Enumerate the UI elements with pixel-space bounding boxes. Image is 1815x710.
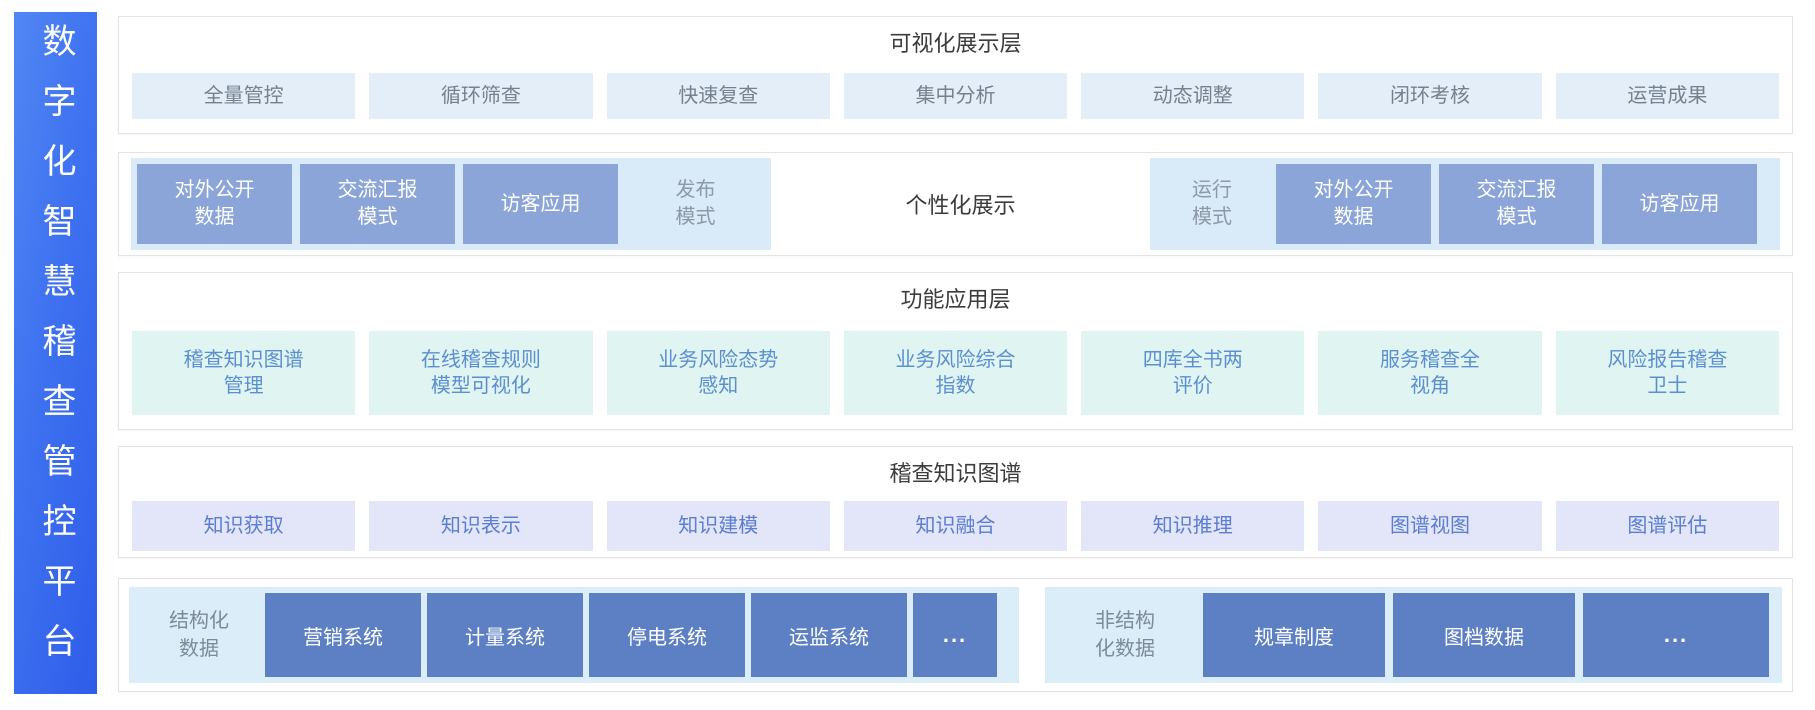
unstructured-system: 规章制度 <box>1203 593 1385 677</box>
publish-mode-panel: 对外公开 数据 交流汇报 模式 访客应用 发布 模式 <box>131 158 771 250</box>
publish-mode-item: 交流汇报 模式 <box>300 164 455 244</box>
function-item: 业务风险态势 感知 <box>606 331 830 415</box>
run-mode-label: 运行 模式 <box>1192 179 1232 228</box>
display-mode-section: 对外公开 数据 交流汇报 模式 访客应用 发布 模式 个性化展示 运行 模式 对… <box>118 152 1793 256</box>
function-item: 风险报告稽查 卫士 <box>1555 331 1779 415</box>
knowledge-graph-item: 图谱评估 <box>1555 501 1779 551</box>
data-source-band: 结构化 数据 营销系统 计量系统 停电系统 运监系统 ... 非结构 化数据 规… <box>119 579 1792 691</box>
knowledge-graph-item: 知识推理 <box>1081 501 1305 551</box>
knowledge-graph-section: 稽查知识图谱 知识获取 知识表示 知识建模 知识融合 知识推理 图谱视图 图谱评… <box>118 446 1793 558</box>
visualization-item: 全量管控 <box>132 73 356 119</box>
function-item: 在线稽查规则 模型可视化 <box>369 331 593 415</box>
structured-system: 停电系统 <box>589 593 745 677</box>
run-mode-item: 交流汇报 模式 <box>1439 164 1594 244</box>
unstructured-data-panel: 非结构 化数据 规章制度 图档数据 ... <box>1045 587 1782 683</box>
function-item: 稽查知识图谱 管理 <box>132 331 356 415</box>
knowledge-graph-item: 知识建模 <box>606 501 830 551</box>
knowledge-graph-title: 稽查知识图谱 <box>889 461 1022 486</box>
structured-system: 计量系统 <box>427 593 583 677</box>
data-source-section: 结构化 数据 营销系统 计量系统 停电系统 运监系统 ... 非结构 化数据 规… <box>118 578 1793 692</box>
run-mode-item: 对外公开 数据 <box>1276 164 1431 244</box>
knowledge-graph-items: 知识获取 知识表示 知识建模 知识融合 知识推理 图谱视图 图谱评估 <box>119 501 1792 551</box>
publish-mode-item: 对外公开 数据 <box>137 164 292 244</box>
visualization-layer-section: 可视化展示层 全量管控 循环筛查 快速复查 集中分析 动态调整 闭环考核 运营成… <box>118 16 1793 134</box>
knowledge-graph-item: 图谱视图 <box>1318 501 1542 551</box>
publish-mode-item: 访客应用 <box>463 164 618 244</box>
visualization-item: 运营成果 <box>1555 73 1779 119</box>
visualization-item: 闭环考核 <box>1318 73 1542 119</box>
run-mode-item: 访客应用 <box>1602 164 1757 244</box>
knowledge-graph-item: 知识融合 <box>843 501 1068 551</box>
run-mode-panel: 运行 模式 对外公开 数据 交流汇报 模式 访客应用 <box>1150 158 1780 250</box>
structured-system: 营销系统 <box>265 593 421 677</box>
visualization-item: 动态调整 <box>1081 73 1305 119</box>
personalized-display-label: 个性化展示 <box>905 193 1016 218</box>
unstructured-system: 图档数据 <box>1393 593 1575 677</box>
visualization-layer-items: 全量管控 循环筛查 快速复查 集中分析 动态调整 闭环考核 运营成果 <box>119 73 1792 119</box>
visualization-item: 快速复查 <box>606 73 830 119</box>
platform-title: 数字化智慧稽查管控平台 <box>37 23 75 683</box>
knowledge-graph-item: 知识表示 <box>369 501 593 551</box>
structured-data-panel: 结构化 数据 营销系统 计量系统 停电系统 运监系统 ... <box>129 587 1019 683</box>
display-mode-band: 对外公开 数据 交流汇报 模式 访客应用 发布 模式 个性化展示 运行 模式 对… <box>119 153 1792 255</box>
structured-system: 运监系统 <box>751 593 907 677</box>
knowledge-graph-item: 知识获取 <box>132 501 356 551</box>
structured-more-indicator: ... <box>913 593 997 677</box>
function-layer-items: 稽查知识图谱 管理 在线稽查规则 模型可视化 业务风险态势 感知 业务风险综合 … <box>119 331 1792 415</box>
function-layer-section: 功能应用层 稽查知识图谱 管理 在线稽查规则 模型可视化 业务风险态势 感知 业… <box>118 272 1793 430</box>
publish-mode-label: 发布 模式 <box>675 179 716 228</box>
function-item: 服务稽查全 视角 <box>1318 331 1542 415</box>
visualization-layer-title: 可视化展示层 <box>889 31 1022 56</box>
unstructured-more-indicator: ... <box>1583 593 1769 677</box>
structured-data-label: 结构化 数据 <box>169 610 229 660</box>
visualization-item: 循环筛查 <box>369 73 593 119</box>
visualization-item: 集中分析 <box>843 73 1068 119</box>
function-item: 业务风险综合 指数 <box>843 331 1068 415</box>
platform-title-bar: 数字化智慧稽查管控平台 <box>14 12 97 694</box>
unstructured-data-label: 非结构 化数据 <box>1095 610 1155 660</box>
function-layer-title: 功能应用层 <box>900 287 1011 312</box>
function-item: 四库全书两 评价 <box>1081 331 1305 415</box>
